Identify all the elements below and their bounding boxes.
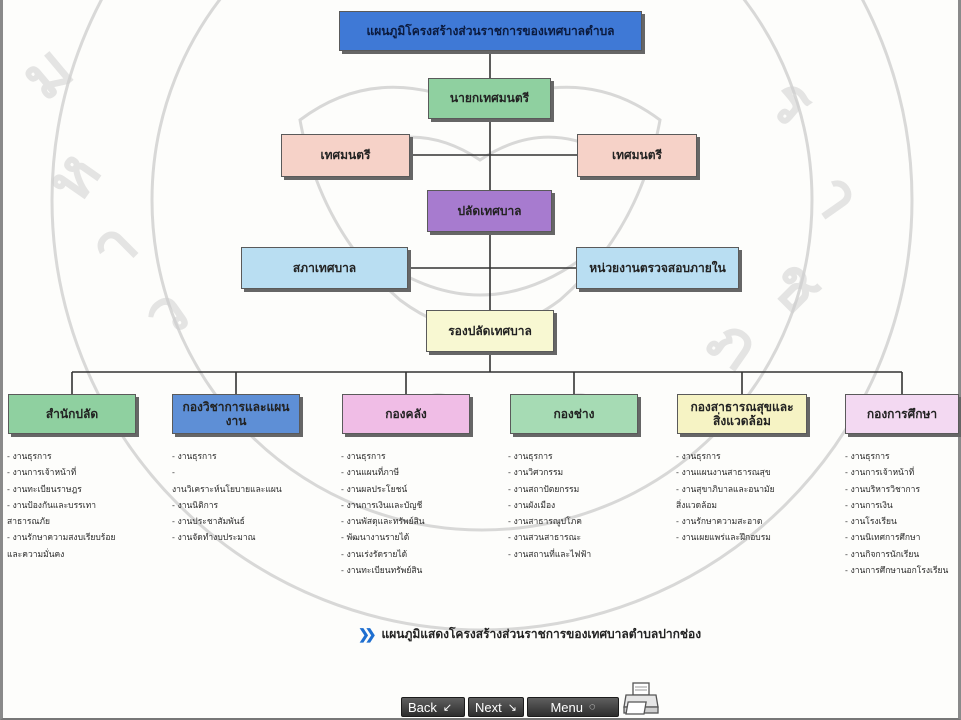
engineering-units: - งานธุรการ - งานวิศวกรรม - งานสถาปัตยกร…: [508, 449, 591, 563]
back-label: Back: [408, 699, 437, 715]
list-item: สาธารณภัย: [7, 517, 50, 528]
list-item: - งานสวนสาธารณะ: [508, 533, 582, 544]
list-item: - งานทะเบียนทรัพย์สิน: [341, 566, 423, 577]
double-chevron-right-icon: ❯❯: [358, 626, 377, 643]
list-item: - งานธุรการ: [172, 452, 217, 462]
node-deputy-mayor-left: เทศมนตรี: [281, 134, 410, 177]
node-mayor: นายกเทศมนตรี: [428, 78, 551, 119]
back-button[interactable]: Back ↙: [401, 697, 465, 717]
list-item: - งานสุขาภิบาลและอนามัย: [676, 484, 775, 495]
list-item: - งานการศึกษานอกโรงเรียน: [845, 566, 949, 577]
node-deputy-mayor-right: เทศมนตรี: [577, 134, 697, 177]
list-item: - งานพัสดุและทรัพย์สิน: [341, 517, 425, 528]
list-item: - งานป้องกันและบรรเทา: [7, 500, 96, 511]
list-item: - งานสถานที่และไฟฟ้า: [508, 549, 592, 560]
list-item: และความมั่นคง: [7, 549, 65, 560]
division-academic-planning: กองวิชาการและแผนงาน: [172, 394, 300, 434]
list-item: - งานนิติการ: [172, 500, 219, 511]
division-education: กองการศึกษา: [845, 394, 959, 434]
list-item: งานวิเคราะห์นโยบายและแผน: [172, 484, 282, 495]
list-item: - งานรักษาความสงบเรียบร้อย: [7, 533, 116, 544]
menu-button[interactable]: Menu ◌: [527, 697, 619, 717]
list-item: - งานธุรการ: [341, 452, 386, 462]
division-finance: กองคลัง: [342, 394, 470, 434]
node-municipal-council: สภาเทศบาล: [241, 247, 408, 289]
list-item: - งานแผนงานสาธารณสุข: [676, 468, 771, 479]
division-public-health: กองสาธารณสุขและสิ่งแวดล้อม: [677, 394, 807, 434]
list-item: - งานประชาสัมพันธ์: [172, 517, 245, 528]
public-health-units: - งานธุรการ - งานแผนงานสาธารณสุข - งานสุ…: [676, 449, 775, 547]
chart-title: แผนภูมิโครงสร้างส่วนราชการของเทศบาลตำบล: [339, 11, 642, 51]
division-engineering: กองช่าง: [510, 394, 638, 434]
list-item: - งานการเงินและบัญชี: [341, 500, 423, 511]
list-item: - งานการเงิน: [845, 500, 893, 511]
caption-text: แผนภูมิแสดงโครงสร้างส่วนราชการของเทศบาลต…: [381, 627, 702, 641]
circle-icon: ◌: [588, 701, 596, 713]
arrow-down-left-icon: ↙: [442, 701, 453, 714]
bottom-navigation: Back ↙ Next ↘ Menu ◌: [401, 697, 619, 717]
list-item: - พัฒนางานรายได้: [341, 533, 410, 544]
menu-label: Menu: [550, 699, 583, 715]
list-item: สิ่งแวดล้อม: [676, 500, 718, 511]
next-button[interactable]: Next ↘: [468, 697, 524, 717]
list-item: - งานทะเบียนราษฎร: [7, 484, 82, 495]
list-item: - งานธุรการ: [676, 452, 721, 462]
division-office-of-clerk: สำนักปลัด: [8, 394, 136, 434]
office-of-clerk-units: - งานธุรการ - งานการเจ้าหน้าที่ - งานทะเ…: [7, 449, 115, 563]
next-label: Next: [475, 699, 502, 715]
list-item: - งานธุรการ: [845, 452, 890, 462]
list-item: - งานธุรการ: [508, 452, 553, 462]
finance-units: - งานธุรการ - งานแผนที่ภาษี - งานผลประโย…: [341, 449, 425, 579]
list-item: - งานเผยแพร่และฝึกอบรม: [676, 533, 771, 544]
list-item: - งานเร่งรัดรายได้: [341, 549, 408, 560]
printer-icon[interactable]: [622, 680, 660, 718]
list-item: - งานจัดทำงบประมาณ: [172, 533, 256, 544]
list-item: - งานโรงเรียน: [845, 517, 897, 528]
chart-caption: ❯❯ แผนภูมิแสดงโครงสร้างส่วนราชการของเทศบ…: [358, 625, 701, 644]
list-item: - งานกิจการนักเรียน: [845, 549, 920, 560]
education-units: - งานธุรการ - งานการเจ้าหน้าที่ - งานบริ…: [845, 449, 948, 579]
list-item: - งานผลประโยชน์: [341, 484, 408, 495]
academic-planning-units: - งานธุรการ - งานวิเคราะห์นโยบายและแผน -…: [172, 449, 282, 547]
list-item: - งานการเจ้าหน้าที่: [7, 468, 77, 479]
list-item: -: [172, 468, 175, 479]
list-item: - งานนิเทศการศึกษา: [845, 533, 921, 544]
arrow-down-right-icon: ↘: [507, 701, 517, 714]
list-item: - งานสาธารณูปโภค: [508, 517, 582, 528]
list-item: - งานการเจ้าหน้าที่: [845, 468, 915, 479]
list-item: - งานผังเมือง: [508, 500, 556, 511]
list-item: - งานรักษาความสะอาด: [676, 517, 763, 528]
list-item: - งานบริหารวิชาการ: [845, 484, 921, 495]
node-internal-audit: หน่วยงานตรวจสอบภายใน: [576, 247, 739, 289]
node-municipal-clerk: ปลัดเทศบาล: [427, 190, 552, 232]
list-item: - งานสถาปัตยกรรม: [508, 484, 580, 495]
list-item: - งานวิศวกรรม: [508, 468, 564, 479]
list-item: - งานธุรการ: [7, 452, 52, 462]
node-deputy-clerk: รองปลัดเทศบาล: [426, 310, 554, 352]
list-item: - งานแผนที่ภาษี: [341, 468, 400, 479]
